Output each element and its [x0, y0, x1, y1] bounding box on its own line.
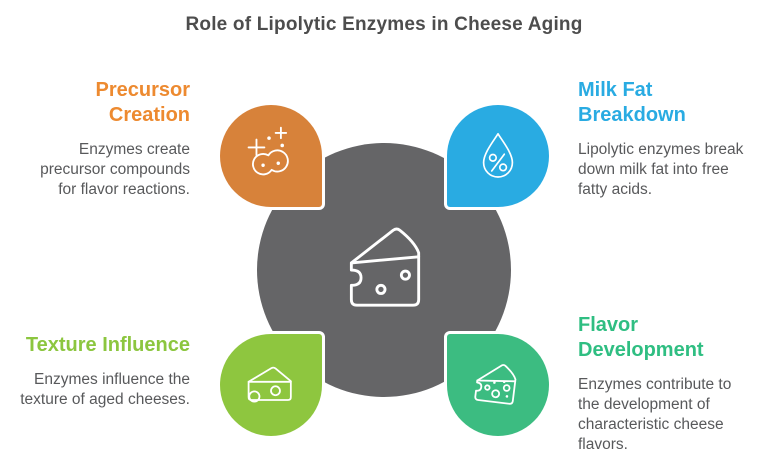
section-milk-fat-breakdown: Milk Fat Breakdown Lipolytic enzymes bre…	[578, 78, 768, 200]
section-heading-milk-fat-breakdown: Milk Fat Breakdown	[578, 79, 686, 126]
section-texture-influence: Texture Influence Enzymes influence the …	[0, 333, 190, 410]
section-body-milk-fat-breakdown: Lipolytic enzymes break down milk fat in…	[578, 141, 744, 198]
sparkles-compound-icon	[238, 123, 304, 189]
page-title: Role of Lipolytic Enzymes in Cheese Agin…	[185, 14, 583, 35]
section-body-flavor-development: Enzymes contribute to the development of…	[578, 376, 732, 453]
petal-precursor-creation	[220, 105, 322, 207]
cheese-wedge-icon	[239, 353, 303, 417]
section-body-precursor-creation: Enzymes create precursor compounds for f…	[40, 141, 190, 198]
cheese-wedge-holes-icon	[466, 353, 530, 417]
section-body-texture-influence: Enzymes influence the texture of aged ch…	[20, 371, 190, 408]
petal-texture-influence	[220, 334, 322, 436]
section-heading-precursor-creation: Precursor Creation	[95, 79, 191, 126]
section-flavor-development: Flavor Development Enzymes contribute to…	[578, 313, 768, 455]
petal-flavor-development	[447, 334, 549, 436]
cheese-block-icon	[332, 217, 436, 324]
section-precursor-creation: Precursor Creation Enzymes create precur…	[5, 78, 190, 200]
section-heading-flavor-development: Flavor Development	[578, 314, 704, 361]
droplet-percent-icon	[468, 126, 528, 186]
section-heading-texture-influence: Texture Influence	[25, 334, 190, 356]
petal-milk-fat-breakdown	[447, 105, 549, 207]
